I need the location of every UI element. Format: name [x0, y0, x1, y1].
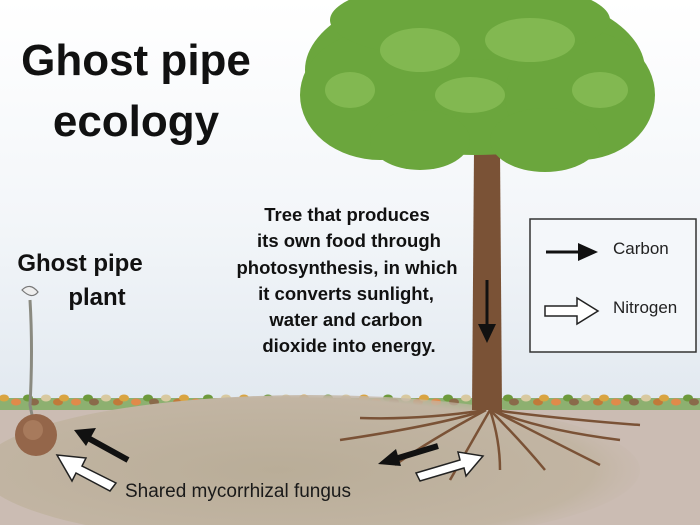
white-arrow-icon [544, 296, 600, 326]
tree-description-line: photosynthesis, in which [237, 257, 458, 278]
leaf [461, 394, 471, 402]
leaf [0, 394, 9, 402]
leaf [119, 394, 129, 402]
ghost-pipe-label-line-2: plant [68, 284, 125, 311]
tree-description-line: dioxide into energy. [262, 335, 435, 356]
carbon-down-arrow-icon [478, 280, 496, 343]
leaf [539, 394, 549, 402]
carbon-arrow-to-ghost-pipe-icon [74, 428, 130, 463]
title-line-2: ecology [53, 97, 220, 146]
leaf [71, 398, 81, 406]
leaf [509, 398, 519, 406]
legend-nitrogen-label: Nitrogen [613, 298, 677, 317]
leaf [641, 394, 651, 402]
leaf [569, 398, 579, 406]
leaf [179, 394, 189, 402]
leaf [659, 394, 669, 402]
leaf [101, 394, 111, 402]
leaf [11, 398, 21, 406]
tree-description-line: water and carbon [268, 309, 422, 330]
leaf [689, 398, 699, 406]
ghost-pipe-label-line-1: Ghost pipe [17, 250, 142, 277]
leaf [551, 398, 561, 406]
leaf [629, 398, 639, 406]
legend-carbon-label: Carbon [613, 239, 669, 258]
leaf [131, 398, 141, 406]
nitrogen-arrow-to-ghost-pipe-icon [55, 454, 118, 492]
tree-description-line: Tree that produces [264, 204, 430, 225]
legend: Carbon Nitrogen [529, 218, 697, 353]
tree-description-line: it converts sunlight, [258, 283, 434, 304]
leaf [41, 394, 51, 402]
leaf [581, 394, 591, 402]
leaf [599, 394, 609, 402]
leaf [89, 398, 99, 406]
tree [300, 0, 655, 481]
leaf [59, 394, 69, 402]
tree-description-line: its own food through [257, 230, 441, 251]
title-line-1: Ghost pipe [21, 36, 251, 85]
nitrogen-arrow-to-tree-icon [414, 451, 485, 482]
leaf [611, 398, 621, 406]
ghost-pipe-plant [15, 285, 57, 456]
leaf [161, 394, 171, 402]
carbon-arrow-from-tree-icon [378, 443, 439, 466]
fungus-label: Shared mycorrhizal fungus [125, 481, 351, 502]
leaf [671, 398, 681, 406]
tree-roots [339, 408, 641, 481]
black-arrow-icon [546, 243, 598, 261]
leaf [521, 394, 531, 402]
tree-description: Tree that produces its own food through … [237, 204, 458, 356]
